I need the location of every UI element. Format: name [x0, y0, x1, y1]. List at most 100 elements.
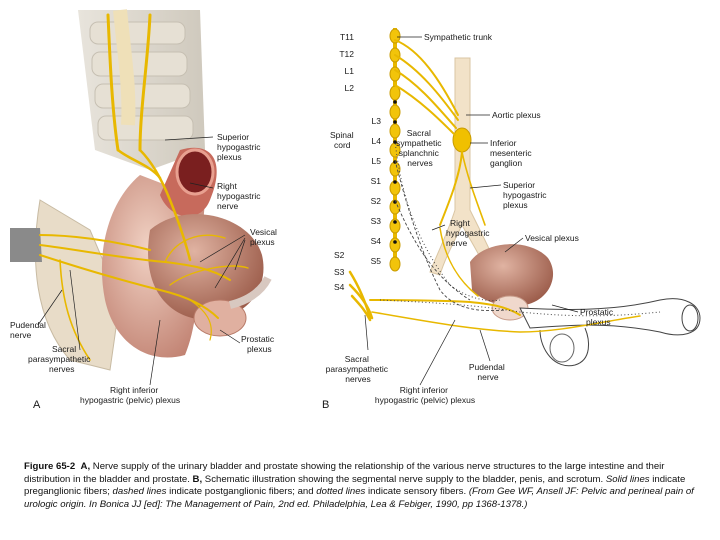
fiber-origin-dot [393, 120, 397, 124]
label-superior-hypogastric-plexus: Superior hypogastric plexus [217, 132, 263, 162]
label-sacral-sympathetic-splanchnic-nerves: Sacral sympathetic splanchnic nerves [396, 128, 444, 168]
leader-line [469, 184, 502, 189]
label-sacral-parasympathetic-nerves-b: Sacral parasympathetic nerves [326, 354, 391, 384]
caption-b-text: Schematic illustration showing the segme… [202, 473, 606, 485]
preganglionic-fiber [394, 84, 456, 136]
sacral-plexus-fiber [348, 283, 374, 320]
leader-line [164, 136, 214, 141]
segment-labels-upper: T11 T12 L1 L2 [339, 32, 354, 93]
glans-outline [681, 304, 699, 332]
segment-label: L5 [372, 156, 382, 166]
caption-text-3: indicate sensory fibers. [365, 486, 469, 498]
pudendal-nerve-trunk [59, 259, 91, 361]
label-pudendal-nerve: Pudendal nerve [10, 320, 48, 340]
right-hypogastric-nerve [138, 148, 192, 262]
leader-line [551, 304, 579, 313]
segment-label: S1 [371, 176, 382, 186]
colon-lumen [175, 148, 215, 196]
segment-label: S4 [371, 236, 382, 246]
segment-label: S2 [371, 196, 382, 206]
label-right-hypogastric-nerve-b: Right hypogastric nerve [446, 218, 492, 248]
segment-label: S3 [371, 216, 382, 226]
hypogastric-to-bladder [439, 227, 479, 297]
sympathetic-ganglion [389, 161, 401, 177]
figure-caption: Figure 65-2 A, Nerve supply of the urina… [24, 461, 700, 511]
leader-line [69, 269, 81, 351]
segment-labels-lower: L3 L4 L5 S1 S2 S3 S4 S5 [371, 116, 382, 266]
inferior-mesenteric-ganglion [452, 127, 472, 153]
leader-line [149, 319, 161, 386]
label-right-hypogastric-nerve: Right hypogastric nerve [217, 181, 263, 211]
ganglia-group [389, 28, 401, 272]
sympathetic-ganglion [389, 123, 401, 139]
caption-figure-label: Figure 65-2 [24, 461, 76, 472]
label-vesical-plexus: Vesical plexus [250, 227, 279, 247]
leader-line [37, 289, 63, 326]
caption-dashed-lines: dashed lines [112, 486, 167, 498]
segment-label: L1 [345, 66, 355, 76]
sympathetic-trunk-left [106, 13, 120, 152]
sympathetic-trunk-right [138, 13, 152, 152]
segment-label: L2 [345, 83, 355, 93]
caption-text-2: indicate postganglionic fibers; and [166, 486, 317, 498]
sacral-plexus-fiber [348, 270, 372, 320]
pelvic-splanchnic-nerve [369, 299, 521, 316]
prostatic-branch [189, 299, 212, 341]
preganglionic-fiber [394, 54, 459, 121]
label-sacral-parasympathetic-nerves: Sacral parasympathetic nerves [28, 344, 93, 374]
panel-letter-a: A [33, 399, 41, 411]
testis-outline [549, 333, 575, 363]
caption-a-label: A, [80, 461, 91, 472]
segment-label: S3 [334, 267, 345, 277]
vesical-branch [164, 234, 226, 263]
postganglionic-fiber [394, 199, 471, 301]
segment-labels-side: S2 S3 S4 [334, 250, 345, 292]
superior-hypogastric-plexus [439, 151, 463, 226]
fiber-origin-dot [393, 100, 397, 104]
leader-line [219, 329, 241, 344]
label-inferior-mesenteric-ganglion: Inferior mesenteric ganglion [490, 138, 534, 168]
label-prostatic-plexus-b: Prostatic plexus [580, 307, 615, 327]
leader-line [431, 224, 446, 231]
panel-letter-b: B [322, 399, 329, 411]
segment-label: S5 [371, 256, 382, 266]
leader-line [234, 239, 246, 271]
sympathetic-ganglion [389, 218, 401, 234]
label-vesical-plexus-b: Vesical plexus [525, 233, 579, 243]
vertebra [97, 115, 194, 141]
label-sympathetic-trunk: Sympathetic trunk [424, 32, 493, 42]
caption-citation: (From Gee WF, Ansell JF: Pelvic and peri… [24, 486, 694, 510]
leader-line [214, 237, 246, 289]
preganglionic-fiber [394, 69, 457, 129]
penis-outline [519, 298, 701, 336]
sacral-nerve-3 [39, 234, 151, 251]
caption-a-text: Nerve supply of the urinary bladder and … [24, 461, 665, 485]
pudendal-nerve [371, 311, 641, 333]
bone-cut-section [10, 228, 42, 262]
label-aortic-plexus: Aortic plexus [492, 110, 541, 120]
bladder [148, 214, 264, 320]
vesical-branch [169, 265, 249, 286]
aorta-vessel [113, 9, 136, 126]
caption-solid-lines: Solid lines [605, 473, 650, 485]
fiber-origin-dot [393, 240, 397, 244]
sympathetic-ganglion [389, 104, 401, 120]
fiber-origin-dot [393, 140, 397, 144]
label-right-inferior-hypogastric-plexus: Right inferior hypogastric (pelvic) plex… [80, 385, 180, 405]
leader-line [479, 329, 491, 362]
label-prostatic-plexus: Prostatic plexus [241, 334, 276, 354]
segment-label: S2 [334, 250, 345, 260]
leader-line [189, 182, 214, 189]
panel-b-illustration [348, 28, 701, 386]
sacral-nerve-1 [39, 244, 231, 281]
leader-line [504, 237, 524, 253]
vertebra [89, 21, 186, 45]
sympathetic-ganglion [389, 237, 401, 253]
vertebra [91, 51, 188, 77]
segment-label: L3 [372, 116, 382, 126]
leader-line [199, 234, 246, 263]
caption-dotted-lines: dotted lines [316, 486, 366, 498]
caption-b-label: B, [192, 473, 203, 485]
leader-line [419, 319, 456, 386]
